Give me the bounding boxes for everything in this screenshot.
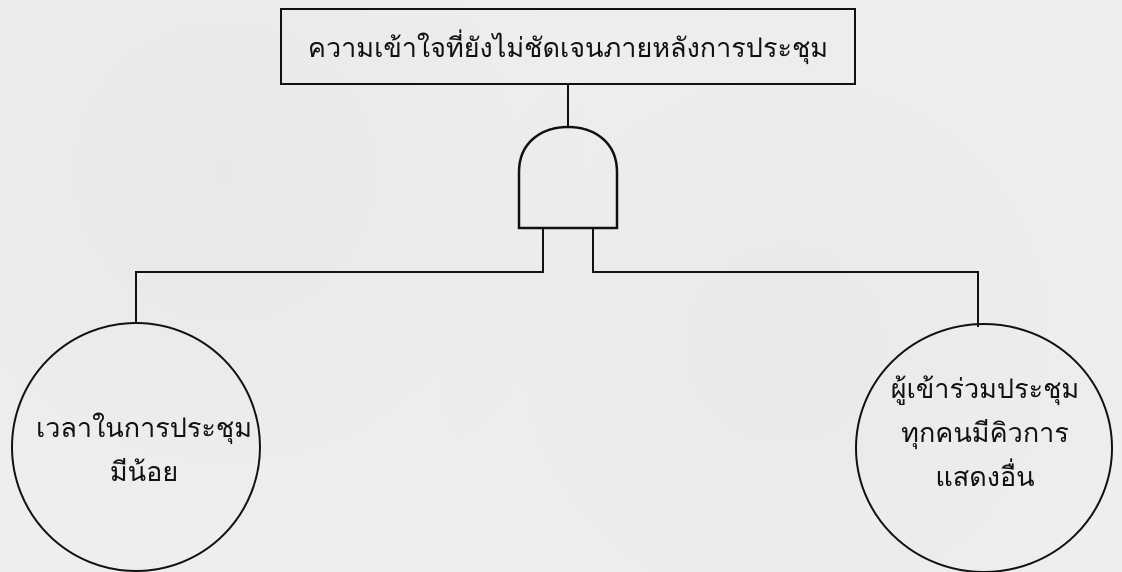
right-basic-event-circle [855, 323, 1113, 572]
right-event-line: แสดงอื่น [935, 462, 1035, 493]
right-event-line: ผู้เข้าร่วมประชุม [890, 374, 1080, 405]
left-basic-event-circle [11, 322, 261, 572]
right-event-label: ผู้เข้าร่วมประชุม ทุกคนมีคิวการ แสดงอื่น [860, 368, 1110, 500]
left-event-label: เวลาในการประชุม มีน้อย [24, 407, 264, 495]
left-event-line: เวลาในการประชุม [35, 413, 252, 444]
top-event-label: ความเข้าใจที่ยังไม่ชัดเจนภายหลังการประชุ… [307, 33, 829, 64]
and-gate-icon [517, 125, 619, 230]
left-event-line: มีน้อย [109, 457, 179, 488]
right-branch-line [592, 228, 979, 327]
right-event-line: ทุกคนมีคิวการ [901, 418, 1069, 449]
left-branch-line [135, 228, 544, 323]
